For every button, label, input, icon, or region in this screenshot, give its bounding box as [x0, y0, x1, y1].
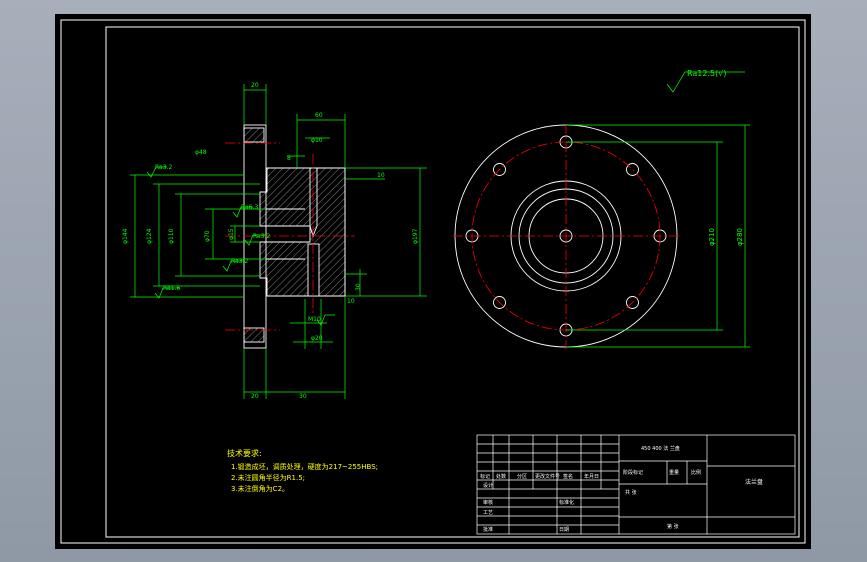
threaded-hole: [307, 243, 320, 297]
dim-step-small: 8: [287, 155, 291, 162]
tb-header-0: 标记: [480, 473, 490, 480]
section-centerlines: [225, 142, 355, 331]
tb-header-5: 年月日: [584, 473, 599, 480]
tb-header-4: 签名: [563, 473, 573, 480]
roughness-text: Ra12.5(√) Ra3.2 Ra6.3 Ra3.2 Ra3.2 Ra1.6: [155, 69, 726, 292]
tb-header-2: 分区: [517, 473, 527, 480]
drawing-canvas[interactable]: 20 60 φ10 8 10 φ48 φ144 φ124 φ110 φ70 φ1…: [55, 14, 811, 549]
technical-notes: 技术要求: 1.锻造成坯，调质处理，硬度为217~255HBS; 2.未注圆角半…: [227, 448, 378, 493]
notes-line-3: 3.未注倒角为C2。: [231, 484, 289, 493]
tb-weight-label: 重量: [669, 469, 679, 476]
tb-row-2: 工艺: [483, 510, 493, 516]
dim-dia-144: φ144: [122, 228, 129, 244]
dim-outer-pcd: φ210: [708, 228, 716, 246]
dim-dia-197: φ197: [412, 228, 419, 244]
dim-hole-diameter: φ10: [311, 137, 323, 144]
tb-row-3: 批准: [483, 526, 493, 533]
roughness-side-left: Ra3.2: [155, 164, 172, 171]
tb-row-1: 审核: [483, 499, 493, 506]
notes-line-1: 1.锻造成坯，调质处理，硬度为217~255HBS;: [231, 462, 378, 471]
bolt-hole: [626, 163, 639, 176]
tb-label-1: 日期: [559, 527, 569, 533]
notes-line-2: 2.未注圆角半径为R1.5;: [231, 473, 305, 482]
front-dimension-text: φ210 φ280: [708, 228, 744, 246]
bolt-hole: [626, 296, 639, 309]
tb-total-label: 共 张: [625, 489, 637, 496]
dim-m10: M10: [308, 316, 321, 323]
tb-drawing-name: 法兰盘: [745, 478, 763, 486]
bolt-hole: [493, 163, 506, 176]
drawing-svg: 20 60 φ10 8 10 φ48 φ144 φ124 φ110 φ70 φ1…: [60, 19, 806, 544]
dim-top-width: 20: [251, 82, 259, 89]
tb-header-3: 更改文件号: [535, 473, 560, 480]
tb-header-1: 处数: [496, 473, 506, 480]
inner-frame: [105, 26, 800, 538]
dim-right-30: 30: [355, 283, 362, 291]
hub-section: [259, 167, 346, 297]
dim-dia-110: φ110: [168, 228, 175, 244]
roughness-mid-b: Ra3.2: [253, 233, 270, 240]
tb-sheet-label: 第 张: [667, 523, 679, 530]
section-dimension-lines: [130, 84, 427, 399]
tb-row-0: 设计: [483, 482, 493, 489]
roughness-low-a: Ra3.2: [231, 258, 248, 265]
title-block-text: 450 400 法 兰盘 法兰盘 标记 处数 分区 更改文件号 签名 年月日 阶…: [480, 445, 763, 533]
dim-outer-dia: φ280: [736, 228, 744, 246]
bolt-hole: [493, 296, 506, 309]
roughness-mid-a: Ra6.3: [241, 204, 258, 211]
roughness-top: Ra12.5(√): [687, 69, 726, 78]
front-dimension-lines: [566, 124, 750, 348]
dim-width-30: 30: [299, 393, 307, 400]
flange-top-hatch: [243, 127, 265, 143]
title-block: [476, 434, 796, 535]
section-dimension-text: 20 60 φ10 8 10 φ48 φ144 φ124 φ110 φ70 φ1…: [122, 82, 419, 400]
roughness-symbols: [146, 71, 745, 326]
dim-top-depth: 60: [315, 112, 323, 119]
dim-dia-124: φ124: [146, 228, 153, 244]
flange-bottom-hatch: [243, 327, 265, 343]
dim-shaft-left: φ48: [195, 149, 207, 156]
tb-stage-label: 阶段标记: [623, 469, 643, 476]
dim-right-small: 10: [377, 172, 385, 179]
flange-plate: [243, 124, 267, 349]
tb-label-0: 标准化: [559, 499, 574, 506]
dim-dia-15: φ15: [228, 228, 235, 240]
tb-part-title: 450 400 法 兰盘: [641, 445, 680, 452]
outer-frame: [60, 19, 806, 544]
dim-bottom-lower: 10: [347, 298, 355, 305]
step-upper: [260, 177, 267, 193]
dim-dia-20: φ20: [311, 335, 323, 342]
dim-dia-70: φ70: [204, 230, 211, 242]
tb-scale-label: 比例: [691, 469, 701, 476]
step-lower: [260, 277, 267, 294]
roughness-low-b: Ra1.6: [163, 285, 180, 292]
notes-title: 技术要求:: [227, 448, 262, 458]
dim-width-20: 20: [251, 393, 259, 400]
section-view: [243, 124, 346, 349]
